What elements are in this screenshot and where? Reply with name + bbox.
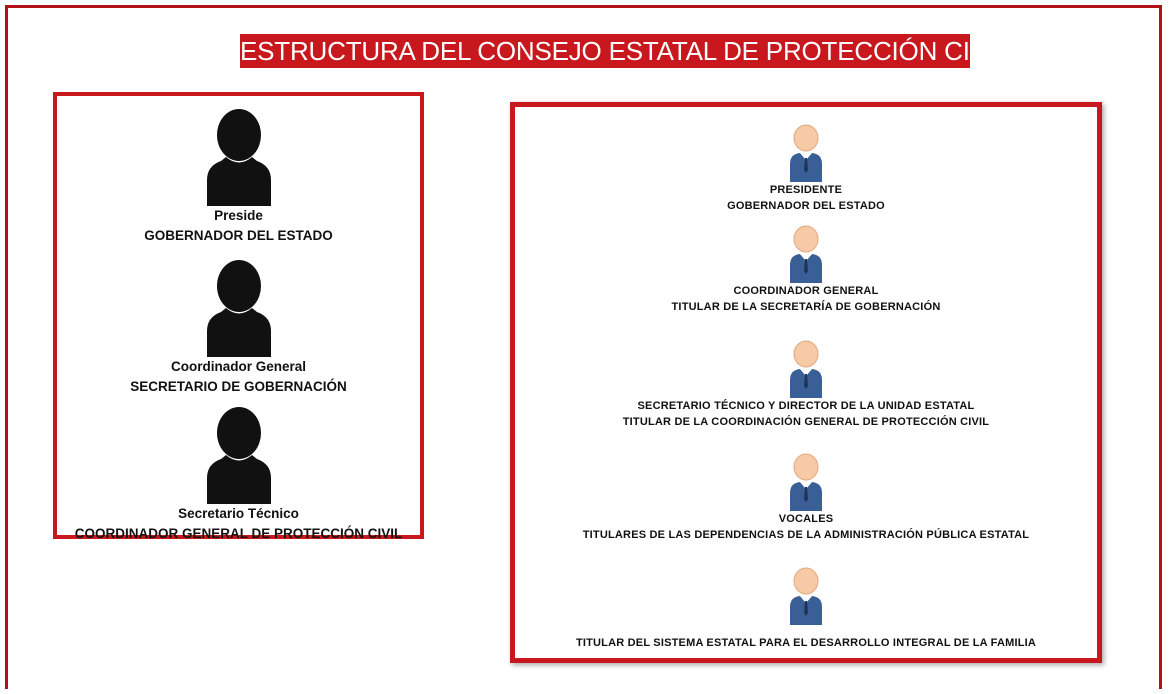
- businessman-icon: [790, 340, 822, 398]
- right-member-vocales: VOCALES TITULARES DE LAS DEPENDENCIAS DE…: [515, 453, 1097, 543]
- member-holder: GOBERNADOR DEL ESTADO: [144, 228, 333, 243]
- member-holder: TITULAR DEL SISTEMA ESTATAL PARA EL DESA…: [575, 637, 1037, 649]
- businessman-icon: [790, 124, 822, 182]
- right-member-coordinador: COORDINADOR GENERAL TITULAR DE LA SECRET…: [515, 225, 1097, 315]
- left-structure-panel: Preside GOBERNADOR DEL ESTADO Coordinado…: [53, 92, 424, 541]
- businessman-icon: [790, 567, 822, 625]
- member-holder: TITULAR DE LA COORDINACIÓN GENERAL DE PR…: [622, 416, 990, 428]
- member-holder: COORDINADOR GENERAL DE PROTECCIÓN CIVIL: [74, 526, 403, 541]
- member-holder: SECRETARIO DE GOBERNACIÓN: [130, 379, 347, 394]
- left-member-preside: Preside GOBERNADOR DEL ESTADO: [57, 108, 420, 246]
- person-silhouette-icon: [206, 407, 271, 504]
- member-role: COORDINADOR GENERAL: [733, 285, 879, 297]
- businessman-icon: [790, 453, 822, 511]
- person-silhouette-icon: [206, 260, 271, 357]
- businessman-icon: [790, 225, 822, 283]
- right-member-presidente: PRESIDENTE GOBERNADOR DEL ESTADO: [515, 124, 1097, 214]
- outer-frame: [5, 5, 1162, 689]
- right-structure-panel: PRESIDENTE GOBERNADOR DEL ESTADO COORDIN…: [510, 102, 1102, 663]
- left-member-coordinador: Coordinador General SECRETARIO DE GOBERN…: [57, 259, 420, 397]
- member-role: VOCALES: [778, 513, 834, 525]
- right-member-secretario: SECRETARIO TÉCNICO Y DIRECTOR DE LA UNID…: [515, 340, 1097, 430]
- member-role: SECRETARIO TÉCNICO Y DIRECTOR DE LA UNID…: [637, 400, 975, 412]
- member-holder: TITULARES DE LAS DEPENDENCIAS DE LA ADMI…: [582, 529, 1030, 541]
- member-role: PRESIDENTE: [769, 184, 843, 196]
- left-member-secretario: Secretario Técnico COORDINADOR GENERAL D…: [57, 406, 420, 544]
- member-role: Secretario Técnico: [178, 506, 299, 521]
- member-holder: TITULAR DE LA SECRETARÍA DE GOBERNACIÓN: [671, 301, 941, 313]
- member-holder: GOBERNADOR DEL ESTADO: [727, 200, 885, 212]
- person-silhouette-icon: [206, 109, 271, 206]
- member-role: Preside: [214, 208, 263, 223]
- diagram-title: ESTRUCTURA DEL CONSEJO ESTATAL DE PROTEC…: [240, 34, 1009, 68]
- right-member-dif: TITULAR DEL SISTEMA ESTATAL PARA EL DESA…: [515, 567, 1097, 651]
- member-role: Coordinador General: [170, 359, 307, 374]
